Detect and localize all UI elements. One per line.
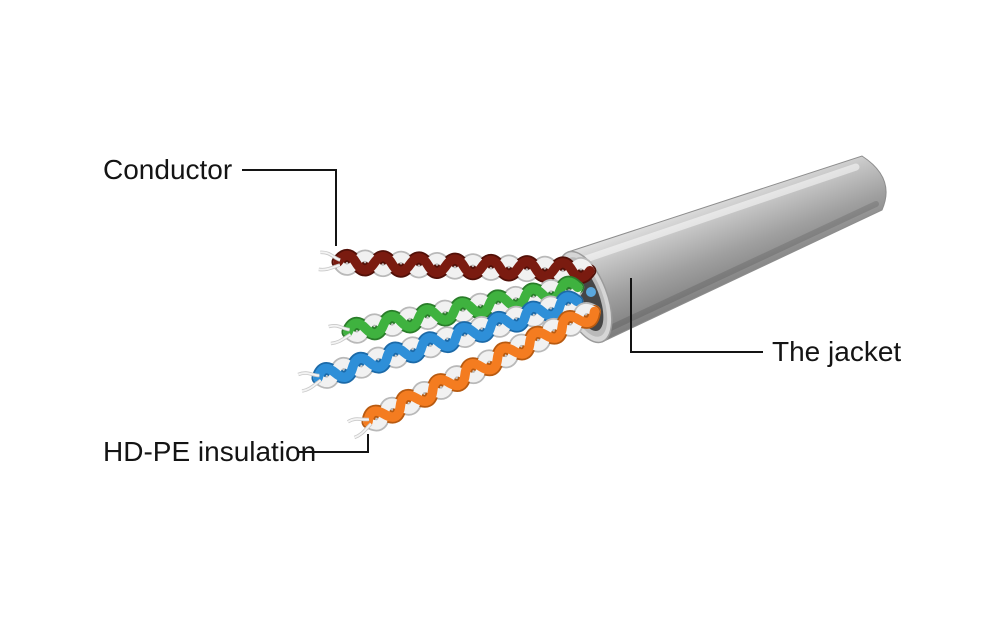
conductor-leader-line	[242, 169, 337, 246]
conductor-label: Conductor	[103, 154, 232, 185]
jacket-shadow-edge	[599, 201, 879, 335]
jacket-label: The jacket	[772, 336, 901, 367]
conductor-tip	[297, 371, 322, 393]
twisted-pair-blue	[297, 290, 584, 393]
conductor-tip	[318, 250, 341, 272]
twisted-pair-maroon	[318, 248, 597, 284]
white-wire	[313, 296, 582, 388]
cable-jacket	[565, 155, 887, 343]
green-wire	[343, 277, 583, 339]
twisted-pair-orange	[346, 302, 601, 440]
jacket-highlight	[576, 163, 860, 265]
conductor-tip	[346, 417, 373, 440]
maroon-wire	[333, 250, 595, 283]
blue-wire	[313, 292, 582, 383]
orange-wire	[363, 306, 600, 427]
insulation-leader-line	[298, 434, 369, 453]
jacket-leader-line	[630, 278, 763, 353]
insulation-label: HD-PE insulation	[103, 436, 316, 467]
twisted-pair-green	[328, 275, 585, 346]
conductor-tip	[328, 324, 352, 346]
